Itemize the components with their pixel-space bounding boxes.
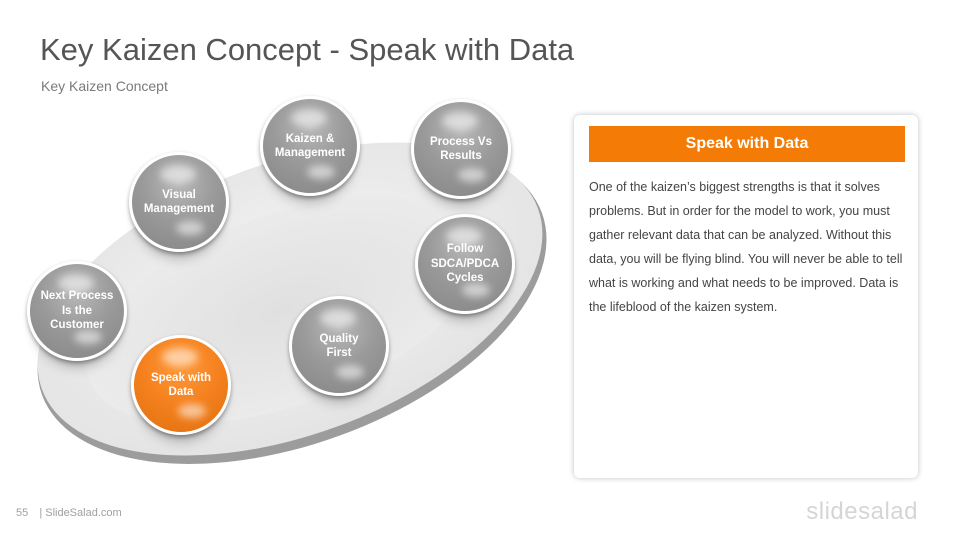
concept-label: Follow SDCA/PDCA Cycles [430, 243, 500, 285]
panel-body-text: One of the kaizen’s biggest strengths is… [589, 180, 903, 314]
slide-subtitle: Key Kaizen Concept [41, 78, 168, 94]
concept-follow-sdca-pdca[interactable]: Follow SDCA/PDCA Cycles [415, 214, 515, 314]
concept-process-vs-results[interactable]: Process Vs Results [411, 99, 511, 199]
concept-next-process-customer[interactable]: Next Process Is the Customer [27, 261, 127, 361]
concept-label: Visual Management [143, 188, 215, 216]
detail-panel: Speak with Data One of the kaizen’s bigg… [574, 115, 918, 478]
concept-quality-first[interactable]: Quality First [289, 296, 389, 396]
concept-label: Kaizen & Management [274, 132, 346, 160]
concept-label: Speak with Data [150, 371, 212, 399]
concept-kaizen-management[interactable]: Kaizen & Management [260, 96, 360, 196]
concept-label: Next Process Is the Customer [40, 290, 114, 332]
concept-label: Quality First [319, 332, 359, 360]
concept-label: Process Vs Results [429, 135, 492, 163]
slide-title: Key Kaizen Concept - Speak with Data [40, 32, 575, 67]
footer: 55 | SlideSalad.com [16, 507, 122, 519]
footer-site-link[interactable]: | SlideSalad.com [39, 507, 122, 519]
slidesalad-logo: slidesalad [806, 498, 918, 525]
page-number: 55 [16, 507, 29, 519]
panel-heading: Speak with Data [589, 126, 905, 162]
concept-visual-management[interactable]: Visual Management [129, 152, 229, 252]
concept-speak-with-data[interactable]: Speak with Data [131, 335, 231, 435]
